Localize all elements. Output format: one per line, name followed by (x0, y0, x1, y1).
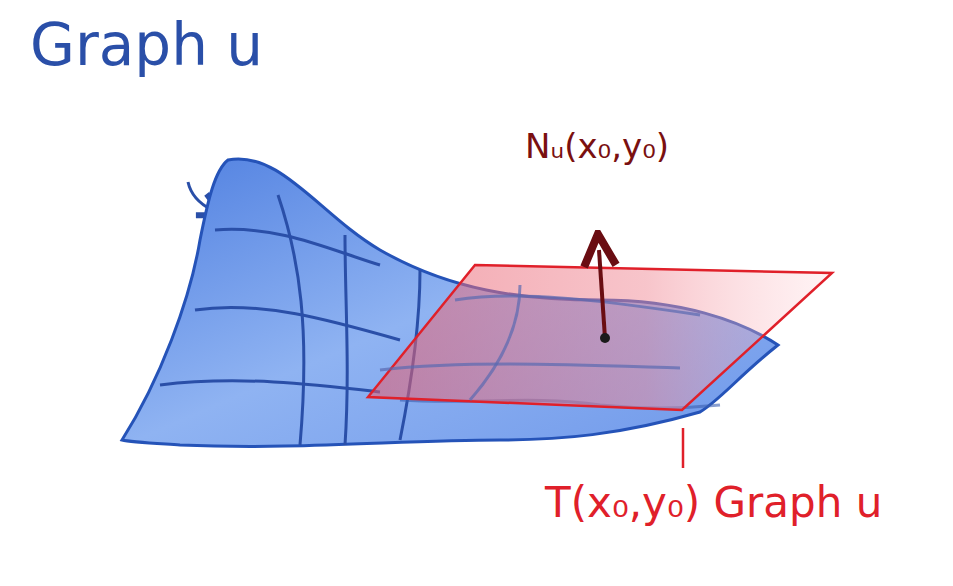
normal-label: Nᵤ(x₀,y₀) (525, 128, 669, 165)
graph-title: Graph u (30, 14, 263, 78)
leader-line (682, 428, 685, 468)
normal-vector (599, 250, 605, 338)
surface-under-plane (380, 285, 700, 400)
tangent-plane-label: T(x₀,y₀) Graph u (545, 480, 882, 526)
base-point (600, 333, 610, 343)
